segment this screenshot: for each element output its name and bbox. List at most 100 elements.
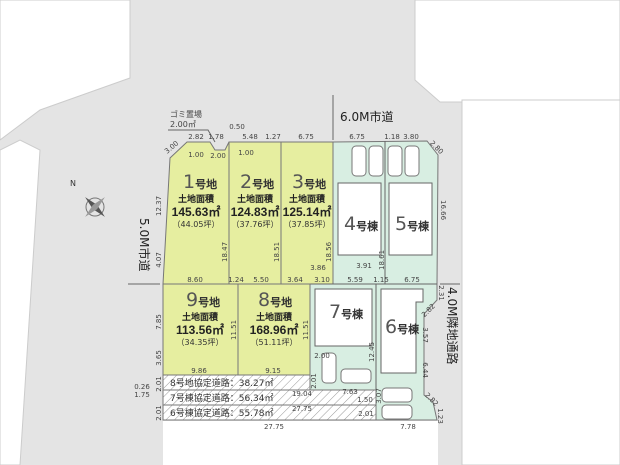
svg-text:5.48: 5.48 [242, 133, 258, 141]
svg-text:19.04: 19.04 [292, 390, 313, 398]
lot-2-label: 2号地 土地面積 124.83㎡ （37.76坪） [231, 171, 280, 229]
building-4-label: 4号棟 [344, 213, 379, 235]
svg-text:3.65: 3.65 [155, 350, 163, 366]
svg-text:6.44: 6.44 [421, 362, 429, 378]
svg-text:6.75: 6.75 [298, 133, 314, 141]
dimension-labels: 3.00 2.82 1.78 0.50 5.48 1.27 6.75 6.75 … [134, 123, 447, 431]
svg-text:1.78: 1.78 [208, 133, 224, 141]
svg-text:168.96㎡: 168.96㎡ [250, 322, 299, 337]
neighbor-block-w [0, 139, 41, 465]
svg-text:125.14㎡: 125.14㎡ [283, 204, 332, 219]
svg-text:1.15: 1.15 [373, 276, 389, 284]
svg-text:6.75: 6.75 [349, 133, 365, 141]
compass-icon: N [70, 179, 105, 217]
svg-text:0.26: 0.26 [134, 383, 150, 391]
svg-text:3.86: 3.86 [310, 264, 326, 272]
svg-text:1.18: 1.18 [384, 133, 400, 141]
building-7 [314, 288, 373, 347]
svg-text:（34.35坪）: （34.35坪） [177, 338, 224, 347]
svg-text:12.45: 12.45 [368, 342, 376, 362]
svg-text:145.63㎡: 145.63㎡ [172, 204, 221, 219]
svg-text:2.00: 2.00 [314, 352, 330, 360]
svg-text:（51.11坪）: （51.11坪） [251, 338, 298, 347]
svg-text:土地面積: 土地面積 [182, 311, 219, 323]
svg-text:7.63: 7.63 [342, 388, 358, 396]
svg-text:（44.05坪）: （44.05坪） [173, 220, 220, 229]
svg-text:3号地: 3号地 [292, 171, 326, 193]
svg-text:1.23: 1.23 [436, 408, 444, 424]
svg-text:土地面積: 土地面積 [237, 193, 274, 205]
svg-text:16.66: 16.66 [439, 200, 447, 221]
svg-text:18.51: 18.51 [273, 242, 281, 262]
svg-text:2.31: 2.31 [437, 285, 445, 301]
neighbor-block-nw [0, 0, 131, 141]
svg-text:2.01: 2.01 [155, 405, 163, 421]
parking-cars [321, 145, 420, 420]
svg-text:124.83㎡: 124.83㎡ [231, 204, 280, 219]
svg-text:11.51: 11.51 [230, 320, 238, 340]
svg-text:27.75: 27.75 [292, 405, 312, 413]
svg-text:5.50: 5.50 [253, 276, 269, 284]
svg-text:1号地: 1号地 [183, 171, 217, 193]
svg-text:18.56: 18.56 [325, 241, 333, 262]
building-5 [388, 182, 433, 256]
svg-text:0.50: 0.50 [229, 123, 245, 131]
building-5-label: 5号棟 [395, 213, 430, 235]
svg-text:9.86: 9.86 [191, 367, 207, 375]
svg-text:5.59: 5.59 [347, 276, 363, 284]
svg-text:18.47: 18.47 [221, 242, 229, 262]
svg-text:3.91: 3.91 [356, 262, 372, 270]
svg-text:1.50: 1.50 [357, 396, 373, 404]
west-road-label: 5.0M市道 [137, 218, 152, 271]
svg-text:3.57: 3.57 [421, 327, 429, 343]
svg-text:4.07: 4.07 [155, 252, 163, 268]
building-6 [380, 288, 424, 374]
svg-text:9号地: 9号地 [186, 289, 220, 311]
svg-text:1.75: 1.75 [134, 391, 150, 399]
svg-text:18.61: 18.61 [378, 250, 386, 270]
building-4 [337, 182, 382, 256]
neighbor-block-e [461, 99, 620, 465]
garbage-label: ゴミ置場 [170, 109, 202, 119]
svg-text:2.82: 2.82 [188, 133, 204, 141]
svg-text:N: N [70, 179, 76, 188]
svg-text:2.01: 2.01 [155, 376, 163, 392]
svg-text:2.00: 2.00 [210, 152, 226, 160]
svg-text:6.75: 6.75 [404, 276, 420, 284]
svg-text:土地面積: 土地面積 [289, 193, 326, 205]
north-road-label: 6.0M市道 [340, 109, 393, 124]
svg-text:7.78: 7.78 [400, 423, 416, 431]
svg-text:11.51: 11.51 [302, 320, 310, 340]
east-road-label: 4.0M隣地通路 [445, 287, 460, 364]
private-road-7-label: 7号棟協定道路：56.34㎡ [170, 392, 274, 404]
building-7-label: 7号棟 [329, 301, 364, 323]
svg-text:土地面積: 土地面積 [178, 193, 215, 205]
svg-text:（37.85坪）: （37.85坪） [284, 220, 331, 229]
svg-text:1.24: 1.24 [228, 276, 244, 284]
lot-1-label: 1号地 土地面積 145.63㎡ （44.05坪） [172, 171, 221, 229]
garbage-area: 2.00㎡ [170, 120, 196, 129]
lot-8-label: 8号地 土地面積 168.96㎡ （51.11坪） [250, 289, 299, 347]
svg-text:27.75: 27.75 [264, 423, 284, 431]
svg-text:113.56㎡: 113.56㎡ [176, 322, 224, 337]
neighbor-block-s [163, 421, 438, 465]
svg-text:8号地: 8号地 [258, 289, 292, 311]
svg-text:土地面積: 土地面積 [256, 311, 293, 323]
svg-text:1.00: 1.00 [188, 151, 204, 159]
private-road-8-label: 8号地協定道路：38.27㎡ [170, 377, 274, 389]
svg-text:12.37: 12.37 [155, 196, 163, 216]
svg-text:2.01: 2.01 [358, 410, 374, 418]
private-road-6-label: 6号棟協定道路：55.78㎡ [170, 407, 274, 419]
svg-text:1.27: 1.27 [265, 133, 281, 141]
svg-text:3.64: 3.64 [287, 276, 303, 284]
building-6-label: 6号棟 [385, 316, 420, 338]
svg-text:2.01: 2.01 [310, 373, 318, 389]
svg-text:3.10: 3.10 [314, 276, 330, 284]
svg-text:9.15: 9.15 [265, 367, 281, 375]
svg-text:3.07: 3.07 [375, 388, 383, 404]
private-road-6 [162, 404, 377, 421]
lot-9-label: 9号地 土地面積 113.56㎡ （34.35坪） [176, 289, 224, 347]
neighbor-block-ne [414, 0, 620, 103]
svg-text:1.00: 1.00 [238, 149, 254, 157]
